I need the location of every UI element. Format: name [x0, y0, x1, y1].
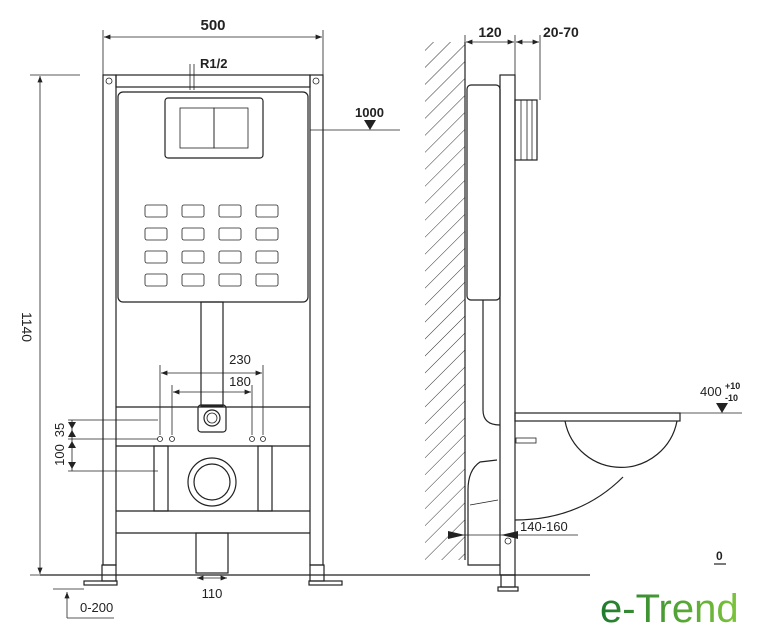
dim-35: 35: [52, 423, 67, 437]
button-height-dim: 1000: [355, 105, 384, 120]
height-dim: 1140: [19, 312, 35, 342]
dim-100: 100: [52, 444, 67, 466]
right-post: [309, 74, 324, 566]
width-dim: 500: [200, 17, 225, 34]
front-view: [83, 74, 343, 586]
drain-outlet: [187, 457, 237, 507]
left-post: [102, 74, 117, 566]
stud-inner-dim: 180: [229, 374, 251, 389]
side-dimensions: 120 20-70 400 +10 -10 140-160 0: [448, 24, 742, 565]
leg-adjust-dim: 0-200: [80, 600, 113, 615]
wall-gap-dim: 20-70: [543, 24, 579, 40]
inlet-label: R1/2: [200, 56, 227, 71]
stud-outer-dim: 230: [229, 352, 251, 367]
flush-button-side: [514, 99, 538, 161]
side-cistern: [466, 84, 501, 301]
drain-pipe: [195, 532, 229, 574]
wall-hatch: [425, 42, 465, 560]
logo: e-Trend: [600, 587, 739, 631]
floor-level: 0: [716, 549, 723, 563]
seat-tol-plus: +10: [725, 381, 740, 391]
flush-pipe: [200, 301, 224, 407]
cistern-grid: [144, 204, 279, 287]
drain-dim: 110: [202, 586, 223, 601]
seat-height-dim: 400: [700, 384, 722, 399]
side-post: [499, 74, 516, 576]
seat: [514, 412, 681, 422]
cistern: [117, 91, 309, 303]
drain-offset-dim: 140-160: [520, 519, 568, 534]
seat-tol-minus: -10: [725, 393, 738, 403]
flush-plate: [164, 97, 264, 159]
front-dimensions: 500 1140 R1/2 1000 230 180 35 100 110 0-…: [19, 17, 400, 619]
depth-dim: 120: [478, 24, 502, 40]
side-view: [40, 42, 681, 592]
bowl: [564, 420, 678, 468]
top-rail: [115, 74, 311, 88]
